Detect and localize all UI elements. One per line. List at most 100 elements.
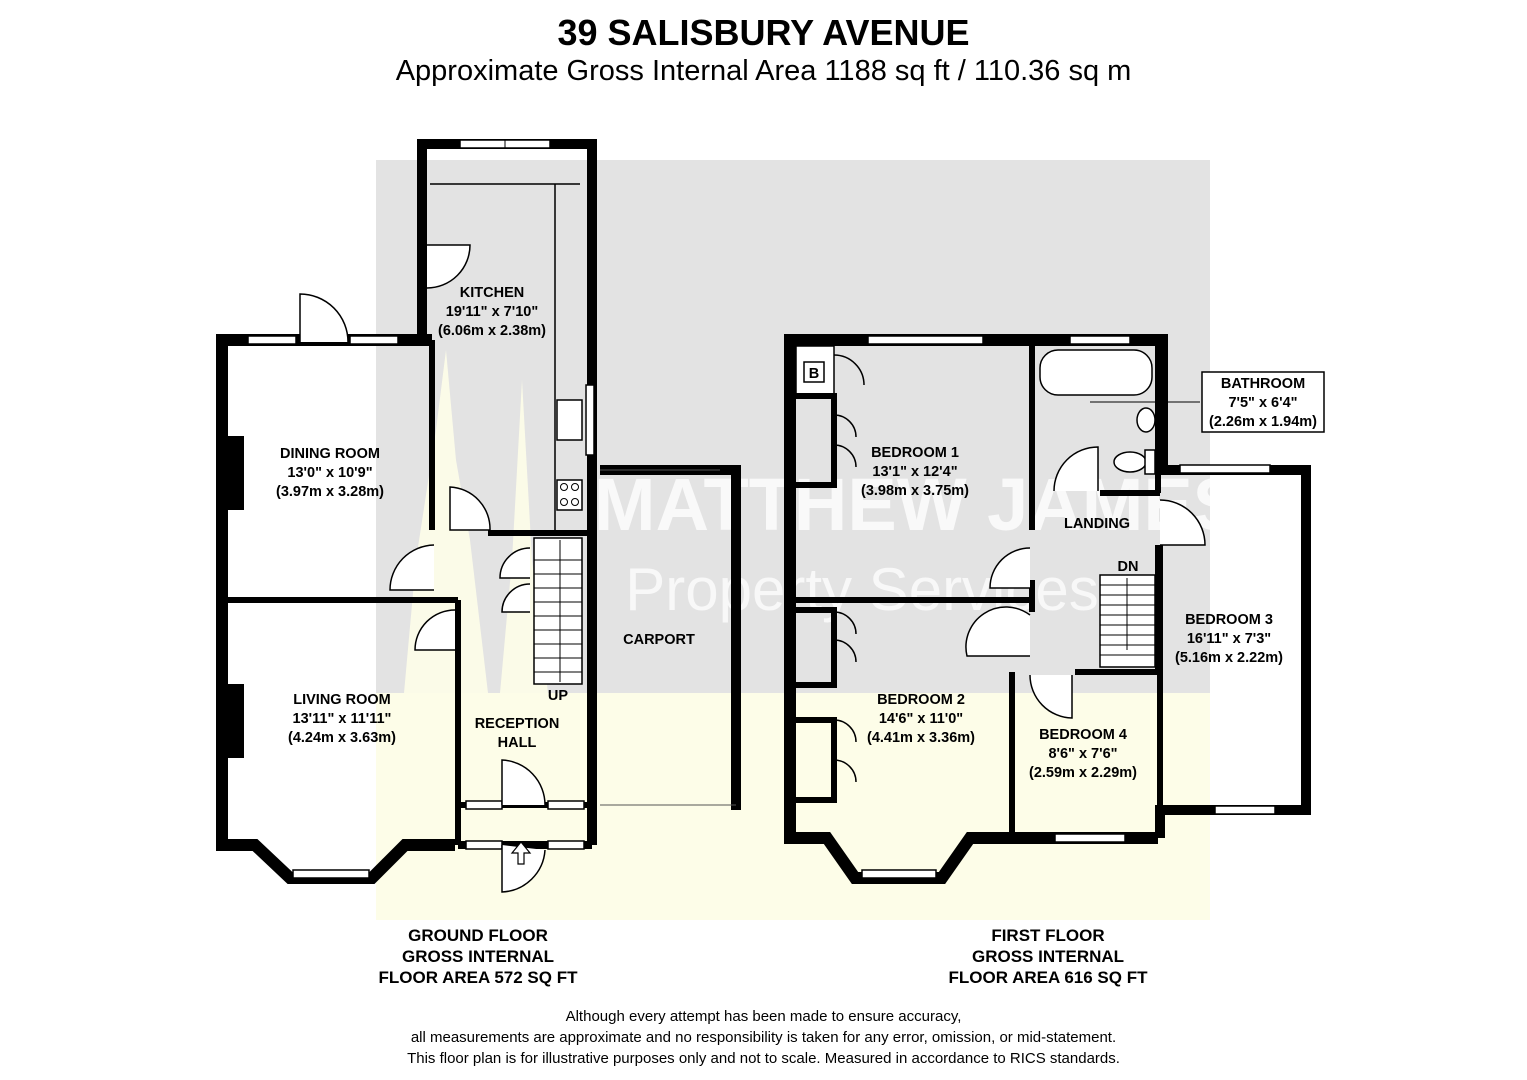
dining-room-label: DINING ROOM [280, 446, 380, 462]
caption-line: GROSS INTERNAL [401, 947, 555, 966]
first-floor-caption: FIRST FLOOR GROSS INTERNAL FLOOR AREA 61… [910, 925, 1186, 988]
caption-line: FIRST FLOOR [991, 926, 1105, 945]
front-door [501, 759, 546, 806]
porch-window [547, 840, 585, 850]
bedroom1-label: BEDROOM 1 [871, 445, 959, 461]
wardrobe [796, 393, 837, 488]
hob-ring [571, 498, 579, 506]
chimney-breast [228, 684, 244, 758]
toilet [1113, 451, 1147, 473]
bedroom4-door [1029, 674, 1073, 719]
bedroom3-dimensions-metric: (5.16m x 2.22m) [1175, 650, 1283, 666]
page-title: 39 SALISBURY AVENUE [557, 12, 970, 53]
first-floor-labels: BEDROOM 1 13'1" x 12'4" (3.98m x 3.75m) … [809, 366, 1317, 781]
disclaimer-line: This floor plan is for illustrative purp… [407, 1050, 1120, 1067]
disclaimer: Although every attempt has been made to … [0, 1006, 1527, 1069]
kitchen-dimensions-metric: (6.06m x 2.38m) [438, 323, 546, 339]
bedroom3-window [1214, 805, 1276, 815]
dining-room-dimensions: 13'0" x 10'9" [287, 465, 372, 481]
bay-window [292, 869, 370, 879]
bedroom1-dimensions: 13'1" x 12'4" [872, 464, 957, 480]
bedroom2-label: BEDROOM 2 [877, 692, 965, 708]
bedroom4-dimensions: 8'6" x 7'6" [1048, 746, 1117, 762]
bedroom3-window [1179, 464, 1271, 474]
bay-window [861, 869, 937, 879]
bathroom-door [1053, 446, 1099, 492]
living-room-dimensions: 13'11" x 11'11" [293, 711, 392, 727]
living-room-label: LIVING ROOM [293, 692, 390, 708]
kitchen-label: KITCHEN [460, 285, 524, 301]
stairs-down-label: DN [1118, 559, 1139, 575]
bathroom-label: BATHROOM [1221, 376, 1305, 392]
bedroom2-dimensions: 14'6" x 11'0" [879, 711, 963, 727]
ground-floor-plan [216, 139, 741, 893]
bedroom3-label: BEDROOM 3 [1185, 612, 1273, 628]
bedroom1-dimensions-metric: (3.98m x 3.75m) [861, 483, 969, 499]
landing-label: LANDING [1064, 516, 1130, 532]
bathroom-label-box [1201, 371, 1325, 433]
dining-window [247, 335, 297, 345]
bathroom-dimensions: 7'5" x 6'4" [1228, 395, 1297, 411]
bedroom1-window [867, 335, 984, 345]
disclaimer-line: Although every attempt has been made to … [565, 1008, 962, 1025]
bedroom3-dimensions: 16'11" x 7'3" [1187, 631, 1271, 647]
kitchen-side-window-frame [585, 384, 595, 456]
watermark-spire-shape [404, 350, 488, 693]
bathtub [1039, 349, 1153, 396]
dining-room-dimensions-metric: (3.97m x 3.28m) [276, 484, 384, 500]
bathroom-dimensions-metric: (2.26m x 1.94m) [1209, 414, 1317, 430]
caption-line: FLOOR AREA 616 SQ FT [948, 968, 1148, 987]
boiler-icon [803, 361, 825, 383]
hob-ring [560, 483, 568, 491]
dining-rear-door [299, 293, 349, 343]
bedroom2-door [965, 606, 1031, 657]
entrance-arrow-icon [510, 841, 532, 865]
stairs-up-label: UP [548, 688, 568, 704]
dining-window [349, 335, 399, 345]
chimney-breast [228, 436, 244, 510]
wardrobe-doors [833, 611, 857, 663]
kitchen-sink [556, 399, 583, 441]
kitchen-hall-door [449, 486, 491, 531]
disclaimer-line: all measurements are approximate and no … [410, 1029, 1117, 1046]
bedroom2-dimensions-metric: (4.41m x 3.36m) [867, 730, 975, 746]
staircase [533, 537, 583, 685]
boiler-label: B [809, 366, 819, 382]
reception-hall-label-line2: HALL [498, 735, 537, 751]
wardrobe [796, 607, 837, 688]
hob-ring [571, 483, 579, 491]
carport-label: CARPORT [623, 632, 695, 648]
bedroom1-door [989, 547, 1031, 589]
toilet-cistern [1144, 449, 1156, 475]
porch-window [465, 800, 503, 810]
bedroom4-label: BEDROOM 4 [1039, 727, 1127, 743]
page-subtitle: Approximate Gross Internal Area 1188 sq … [395, 55, 1132, 87]
bathroom-window [1069, 335, 1131, 345]
porch-window [465, 840, 503, 850]
ground-floor-labels: KITCHEN 19'11" x 7'10" (6.06m x 2.38m) D… [276, 285, 695, 751]
bedroom3-door [1159, 499, 1206, 546]
watermark-text: MATTHEW JAMES [594, 463, 1242, 546]
ground-floor-outer-wall [216, 334, 455, 884]
caption-line: FLOOR AREA 572 SQ FT [378, 968, 578, 987]
wardrobe-doors [833, 719, 857, 783]
caption-line: GROSS INTERNAL [971, 947, 1125, 966]
caption-line: GROUND FLOOR [408, 926, 548, 945]
dining-hall-door [389, 544, 435, 591]
basin [1136, 407, 1156, 433]
bedroom4-dimensions-metric: (2.59m x 2.29m) [1029, 765, 1137, 781]
entrance-door [501, 845, 546, 893]
under-stairs-cupboard [499, 547, 531, 613]
first-floor-plan [784, 334, 1311, 884]
bedroom4-window [1054, 833, 1126, 843]
porch-window [547, 800, 585, 810]
staircase-treads [534, 559, 582, 673]
ground-floor-caption: GROUND FLOOR GROSS INTERNAL FLOOR AREA 5… [340, 925, 616, 988]
kitchen-hob [556, 479, 583, 511]
kitchen-back-door [426, 244, 471, 289]
living-room-dimensions-metric: (4.24m x 3.63m) [288, 730, 396, 746]
living-hall-door [414, 609, 456, 651]
hob-ring [560, 498, 568, 506]
kitchen-dimensions: 19'11" x 7'10" [446, 304, 538, 320]
